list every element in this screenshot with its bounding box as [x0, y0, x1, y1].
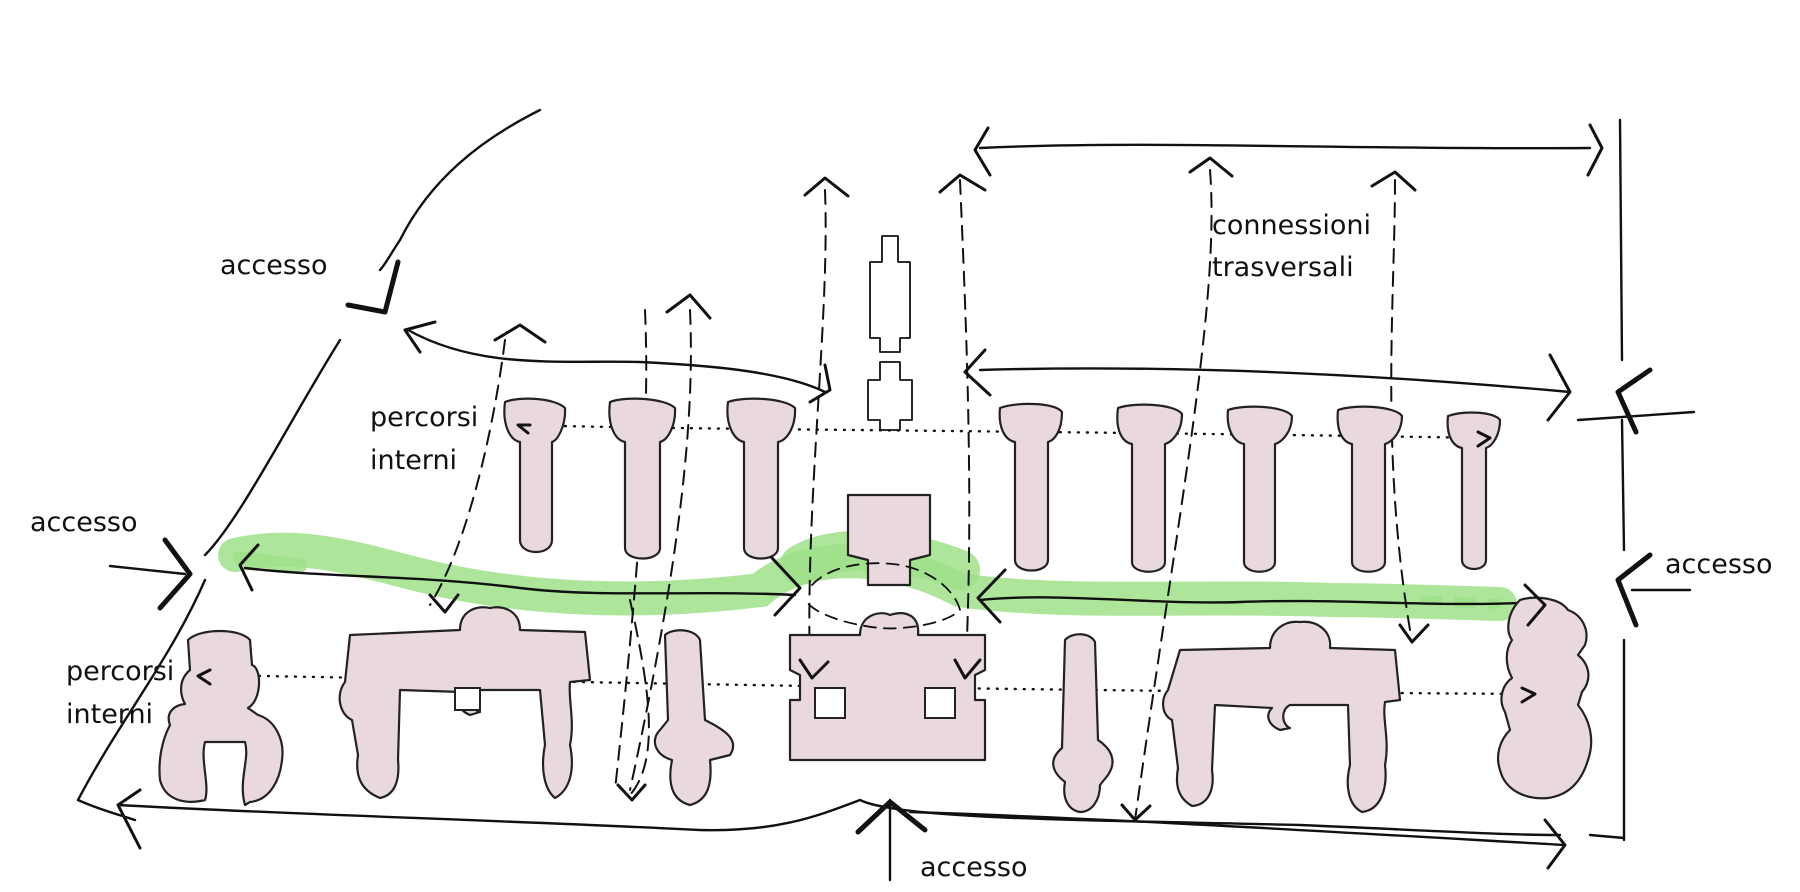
label-internal-paths-top-1: percorsi — [370, 402, 479, 433]
access-arrow-top-left — [345, 259, 401, 315]
tower-base — [867, 361, 913, 431]
label-transverse-1: connessioni — [1212, 210, 1371, 241]
building-bottom-6 — [1496, 596, 1593, 800]
building-top-7 — [1336, 405, 1404, 573]
building-bottom-1 — [158, 630, 284, 807]
central-complex — [788, 235, 987, 762]
building-top-3 — [726, 397, 797, 560]
building-top-1 — [503, 397, 567, 554]
label-internal-paths-bottom-2: interni — [66, 699, 154, 730]
building-bottom-3 — [653, 629, 735, 807]
dashed-circle — [804, 562, 961, 630]
building-top-8 — [1446, 411, 1502, 571]
church — [788, 612, 987, 762]
label-internal-paths-bottom-1: percorsi — [66, 656, 175, 687]
building-top-2 — [608, 397, 677, 560]
label-access-left: accesso — [30, 507, 138, 538]
site-boundary — [76, 108, 1696, 842]
building-top-5 — [1116, 403, 1184, 573]
access-arrows — [157, 259, 1653, 835]
building-bottom-5 — [1162, 620, 1402, 814]
top-connection-lines — [406, 143, 1592, 394]
building-top-6 — [1226, 405, 1294, 573]
label-transverse-2: trasversali — [1212, 252, 1354, 283]
church-void-left — [814, 687, 846, 719]
label-access-top-left: accesso — [220, 250, 328, 281]
label-access-bottom: accesso — [920, 852, 1028, 883]
buildings-top-row — [503, 397, 1502, 573]
label-internal-paths-top-2: interni — [370, 445, 458, 476]
access-arrow-left — [157, 537, 193, 611]
buildings-bottom-row — [158, 596, 1593, 814]
route-arrows — [116, 123, 1604, 870]
label-access-right: accesso — [1665, 549, 1773, 580]
main-axis-line — [108, 564, 1542, 606]
church-void-right — [924, 687, 956, 719]
building-top-4 — [998, 402, 1064, 572]
central-block — [846, 493, 932, 587]
access-arrow-right — [1615, 552, 1653, 628]
tower-outline — [869, 235, 911, 353]
building-bottom-4 — [1052, 633, 1114, 814]
bottom-perimeter-line — [116, 798, 1567, 882]
access-arrow-right-top — [1615, 367, 1653, 435]
building-bottom-2-void — [454, 687, 481, 711]
access-arrow-bottom — [855, 799, 928, 835]
